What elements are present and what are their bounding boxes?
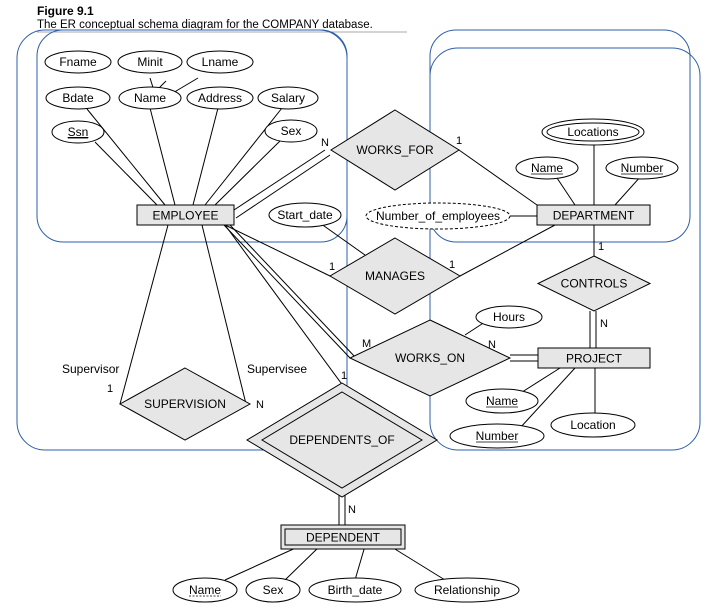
svg-text:Name: Name xyxy=(531,161,563,175)
entity-dependent: DEPENDENT xyxy=(280,524,406,550)
attribute-start-date: Start_date xyxy=(268,202,342,228)
attribute-bdate: Bdate xyxy=(45,86,111,110)
card-manages-department: 1 xyxy=(449,259,455,271)
attribute-dependent-name: Name xyxy=(172,577,238,603)
relationship-dependents-of-label: DEPENDENTS_OF xyxy=(289,433,394,447)
svg-text:Number_of_employees: Number_of_employees xyxy=(376,209,500,223)
relationship-dependents-of: DEPENDENTS_OF xyxy=(246,382,438,498)
svg-text:Bdate: Bdate xyxy=(62,91,94,105)
relationship-works-on: WORKS_ON xyxy=(348,319,512,397)
svg-text:Sex: Sex xyxy=(263,583,284,597)
role-supervisor: Supervisor xyxy=(62,362,119,376)
attribute-department-number: Number xyxy=(605,156,679,180)
card-dependents-of-employee: 1 xyxy=(341,370,347,382)
svg-text:Birth_date: Birth_date xyxy=(328,583,383,597)
svg-text:Locations: Locations xyxy=(567,125,618,139)
svg-text:Name: Name xyxy=(486,394,518,408)
svg-text:Sex: Sex xyxy=(281,124,302,138)
relationship-controls: CONTROLS xyxy=(536,255,652,312)
card-supervision-supervisee: N xyxy=(256,399,264,411)
attribute-project-number: Number xyxy=(449,423,545,449)
attribute-name: Name xyxy=(118,86,182,110)
entity-project: PROJECT xyxy=(537,347,651,369)
relationship-works-on-label: WORKS_ON xyxy=(395,351,465,365)
attribute-department-name: Name xyxy=(515,156,579,180)
attribute-project-name: Name xyxy=(465,388,539,414)
attribute-salary: Salary xyxy=(257,86,319,110)
svg-text:Name: Name xyxy=(134,91,166,105)
svg-text:Name: Name xyxy=(189,583,221,597)
svg-text:Lname: Lname xyxy=(202,55,239,69)
card-works-for-department: 1 xyxy=(456,135,462,147)
relationship-supervision: SUPERVISION xyxy=(118,367,252,441)
card-dependents-of-dependent: N xyxy=(348,504,356,516)
role-supervisee: Supervisee xyxy=(247,362,307,376)
figure-label: Figure 9.1 xyxy=(37,4,94,18)
svg-text:Ssn: Ssn xyxy=(68,125,89,139)
attribute-ssn: Ssn xyxy=(51,120,105,144)
figure-caption: The ER conceptual schema diagram for the… xyxy=(37,19,373,31)
svg-text:Number: Number xyxy=(621,161,664,175)
attribute-relationship: Relationship xyxy=(414,577,520,603)
entity-project-label: PROJECT xyxy=(566,352,623,366)
relationship-controls-label: CONTROLS xyxy=(561,277,628,291)
relationship-works-for: WORKS_FOR xyxy=(330,109,460,191)
relationship-manages: MANAGES xyxy=(329,237,461,315)
attribute-dependent-sex: Sex xyxy=(245,577,301,603)
relationship-manages-label: MANAGES xyxy=(365,269,425,283)
attribute-number-of-employees: Number_of_employees xyxy=(365,202,511,230)
svg-text:Minit: Minit xyxy=(137,55,163,69)
entity-employee: EMPLOYEE xyxy=(136,204,235,226)
card-controls-department: 1 xyxy=(598,241,604,253)
svg-text:Hours: Hours xyxy=(493,310,525,324)
entity-employee-label: EMPLOYEE xyxy=(152,209,218,223)
relationship-works-for-label: WORKS_FOR xyxy=(356,143,434,157)
attribute-locations: Locations xyxy=(541,118,645,146)
attribute-sex: Sex xyxy=(264,119,318,143)
svg-text:Start_date: Start_date xyxy=(277,208,333,222)
svg-text:Location: Location xyxy=(570,418,615,432)
entity-department-label: DEPARTMENT xyxy=(553,209,635,223)
attribute-minit: Minit xyxy=(117,50,183,74)
attribute-location: Location xyxy=(550,412,636,438)
svg-text:Relationship: Relationship xyxy=(434,583,500,597)
svg-text:Address: Address xyxy=(198,91,242,105)
svg-text:Number: Number xyxy=(476,429,519,443)
card-supervision-supervisor: 1 xyxy=(107,383,113,395)
svg-text:Salary: Salary xyxy=(271,91,305,105)
attribute-birth-date: Birth_date xyxy=(308,577,402,603)
card-manages-employee: 1 xyxy=(329,261,335,273)
attribute-lname: Lname xyxy=(186,50,254,74)
card-controls-project: N xyxy=(600,318,608,330)
svg-text:Fname: Fname xyxy=(59,55,97,69)
right-region-border xyxy=(429,47,701,451)
attribute-hours: Hours xyxy=(475,305,543,329)
relationship-supervision-label: SUPERVISION xyxy=(144,397,226,411)
left-region-border xyxy=(16,29,348,451)
entity-dependent-label: DEPENDENT xyxy=(306,531,381,545)
card-works-on-project: N xyxy=(488,339,496,351)
attribute-fname: Fname xyxy=(44,50,112,74)
attribute-address: Address xyxy=(186,86,254,110)
entity-department: DEPARTMENT xyxy=(536,204,651,226)
card-works-on-employee: M xyxy=(362,338,371,350)
card-works-for-employee: N xyxy=(321,137,329,149)
